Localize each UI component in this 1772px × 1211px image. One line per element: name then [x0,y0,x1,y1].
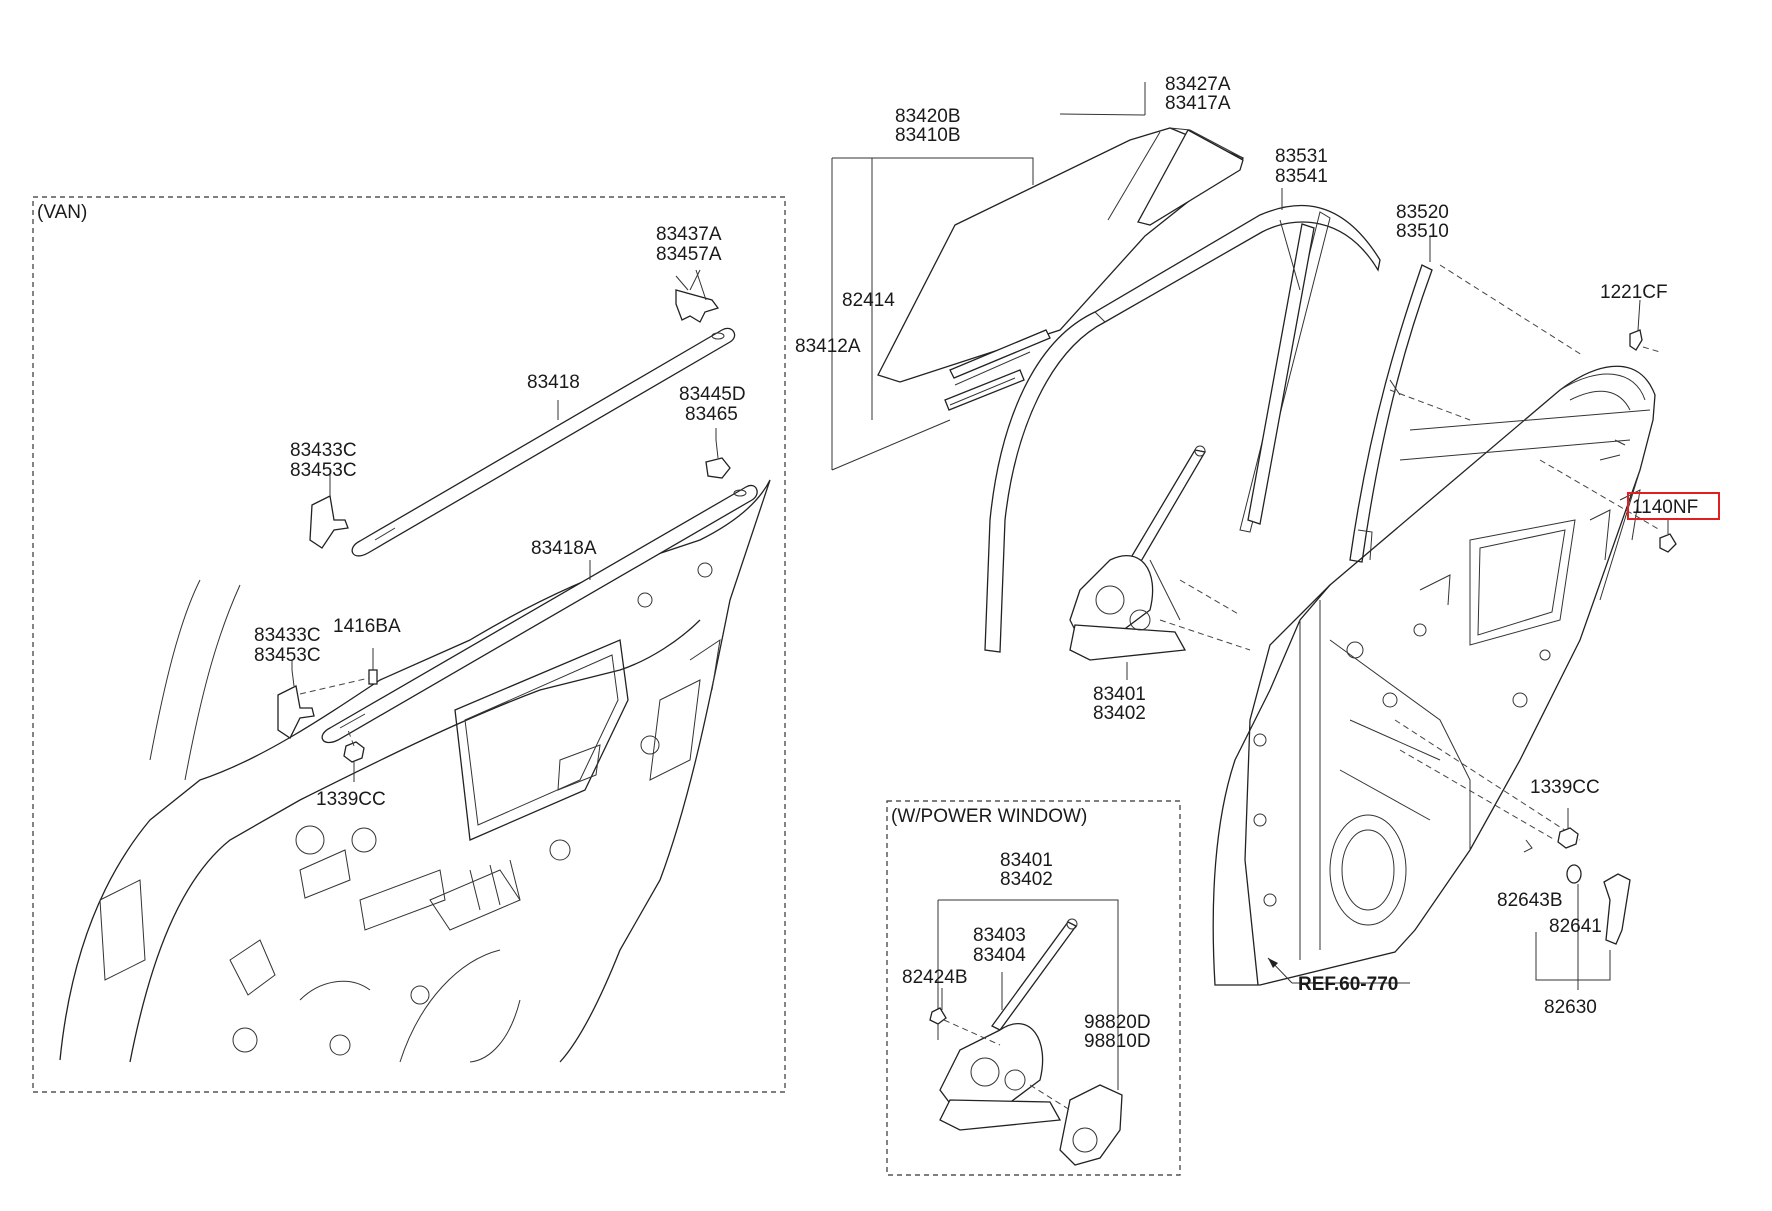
van-section-label: (VAN) [37,202,87,223]
glass-group: 83427A 83417A 83420B 83410B 82414 83412A [795,74,1245,471]
label-1140NF: 1140NF [1632,497,1698,518]
label-82424B: 82424B [902,967,968,988]
label-83457A: 83457A [656,244,722,265]
label-83418A: 83418A [531,538,597,559]
label-83433C-top: 83433C [290,440,357,461]
screw-82424B [929,1007,947,1025]
label-83541: 83541 [1275,166,1328,187]
quarter-glass-83427A [1137,129,1244,226]
rod-83418 [351,327,736,557]
label-98810D: 98810D [1084,1031,1151,1052]
screw-1221CF [1629,299,1643,351]
label-83437A: 83437A [656,224,722,245]
label-83453C-top: 83453C [290,460,357,481]
nut-1339CC-right [1557,808,1579,849]
label-83404: 83404 [973,945,1026,966]
window-crank-handle [1603,873,1631,945]
bolt-1140NF [1659,518,1677,553]
nut-1339CC-left [343,729,365,782]
label-83445D: 83445D [679,384,746,405]
highlight-box-1140NF [1627,492,1720,520]
label-83401-pw: 83401 [1000,850,1053,871]
label-83412A: 83412A [795,336,861,357]
label-83420B: 83420B [895,106,961,127]
label-1339CC-right: 1339CC [1530,777,1600,798]
label-83453C-bottom: 83453C [254,645,321,666]
glass-channel-82414 [949,329,1051,379]
power-window-motor-98820D [1059,1084,1123,1166]
label-82630: 82630 [1544,997,1597,1018]
label-ref-60-770[interactable]: REF.60-770 [1298,974,1398,995]
label-83403: 83403 [973,925,1026,946]
label-83401-main: 83401 [1093,684,1146,705]
label-83433C-bottom: 83433C [254,625,321,646]
label-83417A: 83417A [1165,93,1231,114]
label-83427A: 83427A [1165,74,1231,95]
label-1221CF: 1221CF [1600,282,1668,303]
label-83465: 83465 [685,404,738,425]
label-83402-main: 83402 [1093,703,1146,724]
glass-channel-82414-lower [944,369,1025,411]
door-glass-83420B [877,127,1245,383]
van-section: (VAN) [32,196,786,1093]
label-83520: 83520 [1396,202,1449,223]
bracket-83433C-top [309,480,349,549]
run-channel-83531 [984,188,1381,653]
label-1416BA: 1416BA [333,616,401,637]
label-98820D: 98820D [1084,1012,1151,1033]
power-window-section: (W/POWER WINDOW) 83401 83402 83403 83404… [886,800,1181,1176]
label-82641: 82641 [1549,916,1602,937]
window-regulator-83401 [1069,445,1251,680]
van-section-frame [32,196,786,1093]
rear-door-inner-panel [1212,264,1661,986]
label-82643B: 82643B [1497,890,1563,911]
washer-82641 [1566,864,1582,884]
clip-82643B [1523,839,1533,853]
run-channel-83520 [1349,236,1433,563]
bracket-83445D [705,439,731,479]
label-83531: 83531 [1275,146,1328,167]
label-82414: 82414 [842,290,895,311]
bracket-83437A [675,269,720,323]
label-83410B: 83410B [895,125,961,146]
power-window-frame [886,800,1181,1176]
label-83510: 83510 [1396,221,1449,242]
label-83402-pw: 83402 [1000,869,1053,890]
bolt-1416BA [299,648,378,695]
ref-callout: REF.60-770 [1267,957,1410,995]
power-window-label: (W/POWER WINDOW) [891,806,1087,827]
rod-83418A [321,484,758,744]
label-83418: 83418 [527,372,580,393]
handle-assembly-82630 [1523,839,1631,990]
van-door-inner-panel [59,479,771,1063]
label-1339CC-left: 1339CC [316,789,386,810]
bracket-83433C-bottom [277,669,315,739]
